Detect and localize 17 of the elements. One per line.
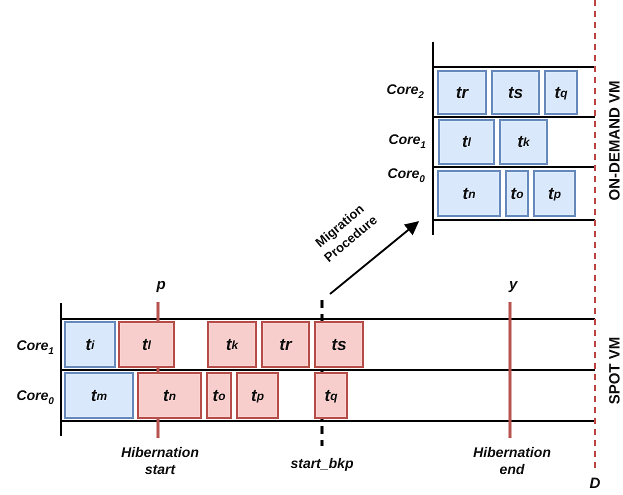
row-label: Core$_{0}$ bbox=[388, 164, 425, 186]
task-box: ts bbox=[314, 321, 364, 368]
marker-label: y bbox=[509, 276, 518, 292]
marker-label: start_bkp bbox=[290, 454, 354, 472]
vm-label: SPOT VM bbox=[606, 336, 623, 404]
task-box: tr bbox=[261, 321, 310, 368]
row-label: Core$_{1}$ bbox=[16, 336, 54, 358]
vm-label: ON-DEMAND VM bbox=[606, 80, 623, 200]
row-label: Core$_{0}$ bbox=[16, 386, 54, 408]
task-box: tr bbox=[437, 70, 487, 115]
deadline-label: D bbox=[590, 474, 600, 492]
row-label: Core$_{2}$ bbox=[386, 80, 424, 102]
marker-label: Hibernation end bbox=[472, 444, 552, 478]
marker-label: Hibernation start bbox=[120, 444, 200, 478]
marker-label: p bbox=[156, 276, 166, 292]
task-box: ts bbox=[491, 70, 540, 115]
row-label: Core$_{1}$ bbox=[388, 130, 426, 152]
